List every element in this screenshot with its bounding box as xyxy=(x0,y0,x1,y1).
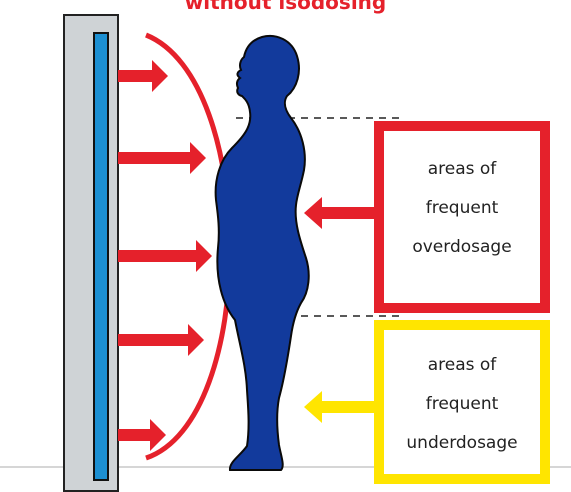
overdosage-line-2: frequent xyxy=(382,189,542,228)
uv-arrow xyxy=(118,324,204,356)
overdosage-line-1: areas of xyxy=(382,150,542,189)
uv-arrow xyxy=(118,419,166,451)
underdosage-label: areas of frequent underdosage xyxy=(382,346,542,463)
human-silhouette-icon xyxy=(216,36,309,470)
underdosage-line-1: areas of xyxy=(382,346,542,385)
uv-arrow xyxy=(118,240,212,272)
overdosage-arrow xyxy=(304,197,374,229)
uv-arrow xyxy=(118,142,206,174)
lamp-tube xyxy=(94,33,108,480)
underdosage-arrow xyxy=(304,391,374,423)
underdosage-line-2: frequent xyxy=(382,385,542,424)
lamp-panel xyxy=(64,15,118,491)
overdosage-line-3: overdosage xyxy=(382,228,542,267)
uv-arrow xyxy=(118,60,168,92)
underdosage-line-3: underdosage xyxy=(382,424,542,463)
overdosage-label: areas of frequent overdosage xyxy=(382,150,542,267)
